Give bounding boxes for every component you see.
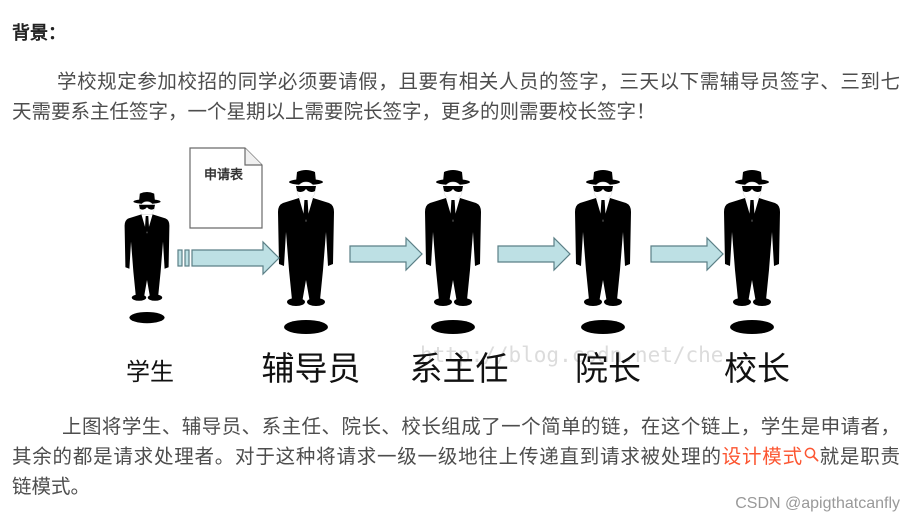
image-watermark: http://blog.csdn.net/che — [420, 343, 723, 367]
csdn-watermark: CSDN @apigthatcanfly — [735, 495, 900, 512]
summary-line-2-text: 其余的都是请求处理者。对于这种将请求一级一级地往上传递直到请求被处理的 — [12, 446, 722, 468]
intro-line-1: 学校规定参加校招的同学必须要请假，且要有相关人员的签字，三天以下需辅导员签字、三… — [57, 71, 900, 93]
summary-line-2: 其余的都是请求处理者。对于这种将请求一级一级地往上传递直到请求被处理的设计模式就… — [12, 442, 900, 472]
summary-line-1: 上图将学生、辅导员、系主任、院长、校长组成了一个简单的链，在这个链上，学生是申请… — [62, 416, 900, 438]
label-dept-head: 系主任 — [410, 350, 509, 387]
search-icon[interactable] — [804, 447, 819, 462]
design-pattern-link-text: 设计模式 — [721, 446, 803, 468]
chain-diagram: 申请表 http://blog.csdn.net/che 学生 辅导员 系主任 … — [124, 147, 790, 387]
arrow-tail-bar — [177, 249, 183, 267]
section-heading: 背景： — [12, 23, 66, 43]
figure-counselor — [277, 169, 335, 335]
label-dean: 院长 — [575, 350, 641, 387]
application-form-icon: 申请表 — [189, 147, 263, 229]
arrow-tail-bar — [184, 249, 190, 267]
intro-paragraph: 学校规定参加校招的同学必须要请假，且要有相关人员的签字，三天以下需辅导员签字、三… — [12, 67, 900, 127]
label-president: 校长 — [724, 350, 790, 387]
figure-dean — [574, 169, 632, 335]
form-fold — [244, 148, 262, 166]
label-counselor: 辅导员 — [262, 350, 361, 387]
arrows — [177, 236, 724, 276]
form-sheet — [189, 147, 263, 229]
summary-line-2-tail: 就是职责 — [818, 446, 900, 468]
label-student: 学生 — [126, 359, 174, 386]
figure-dept-head — [424, 169, 482, 335]
summary-line-3: 链模式。 — [12, 476, 91, 498]
summary-paragraph: 上图将学生、辅导员、系主任、院长、校长组成了一个简单的链，在这个链上，学生是申请… — [12, 412, 900, 502]
intro-line-2: 天需要系主任签字，一个星期以上需要院长签字，更多的则需要校长签字！ — [12, 101, 656, 123]
figure-president — [723, 169, 781, 335]
arrow-dept-head-to-dean — [497, 236, 571, 272]
arrow-student-to-counselor — [191, 240, 280, 276]
arrow-counselor-to-dept-head — [349, 236, 423, 272]
design-pattern-link[interactable]: 设计模式 — [722, 446, 819, 468]
arrow-dean-to-president — [650, 236, 724, 272]
figure-student — [124, 191, 170, 324]
form-label: 申请表 — [204, 167, 244, 182]
node-labels: 学生 辅导员 系主任 院长 校长 — [126, 350, 790, 387]
